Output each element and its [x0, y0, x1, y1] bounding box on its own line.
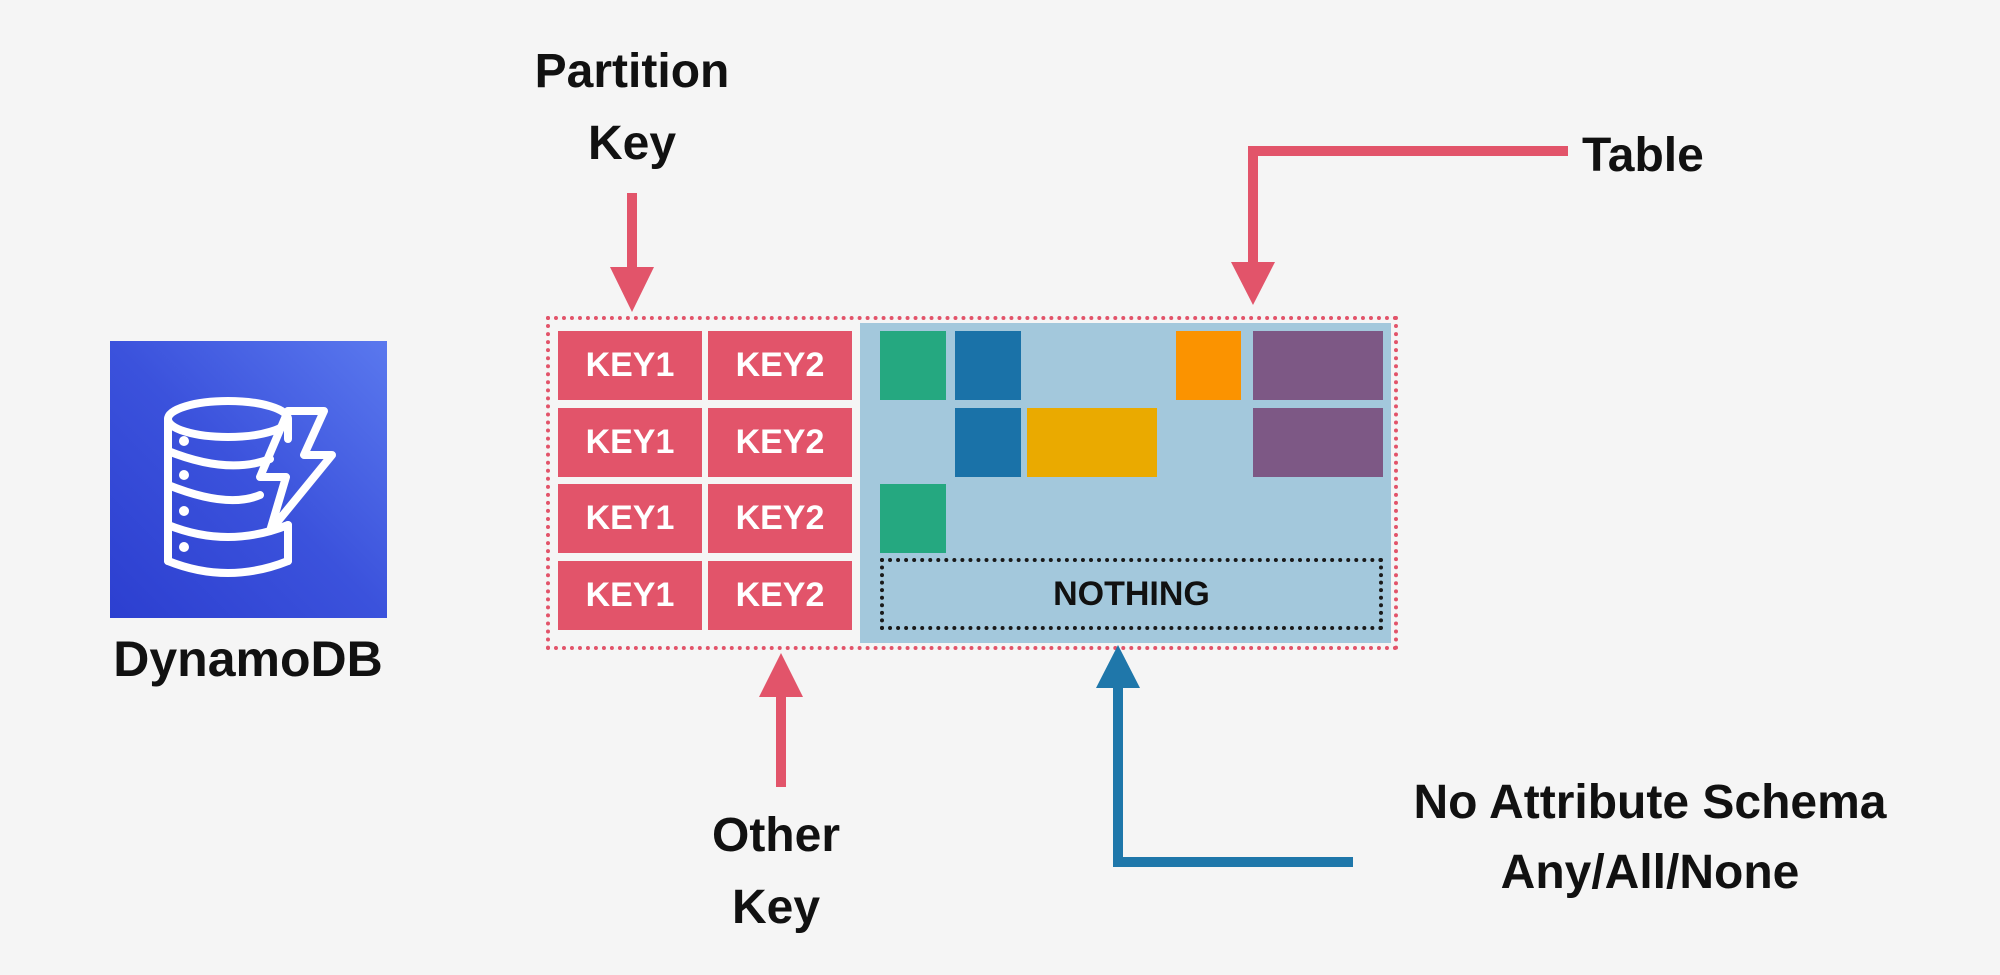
attribute-block-purple [1253, 331, 1383, 400]
attribute-block-blue [955, 408, 1021, 477]
attribute-block-blue [955, 331, 1021, 400]
partition-key-arrow [610, 193, 654, 312]
partition-key-label-line1: Partition [534, 45, 730, 98]
table-outline [546, 316, 1398, 650]
partition-key-cell: KEY1 [558, 331, 702, 400]
dynamodb-label: DynamoDB [113, 631, 383, 687]
other-key-label: Other Key [626, 800, 926, 944]
partition-key-cell: KEY1 [558, 484, 702, 553]
no-attribute-schema-line1: No Attribute Schema [1413, 776, 1887, 829]
other-key-cell: KEY2 [708, 408, 852, 477]
other-key-label-line1: Other [711, 809, 840, 862]
dynamodb-logo [110, 341, 387, 618]
other-key-cell: KEY2 [708, 331, 852, 400]
no-attribute-schema-label: No Attribute Schema Any/All/None [1360, 768, 1940, 908]
partition-key-label: Partition Key [482, 36, 782, 180]
partition-key-label-line2: Key [587, 117, 677, 170]
attribute-block-green [880, 331, 946, 400]
no-attribute-schema-line2: Any/All/None [1500, 846, 1800, 899]
partition-key-cell: KEY1 [558, 408, 702, 477]
other-key-arrow [759, 653, 803, 787]
attribute-block-purple [1253, 408, 1383, 477]
partition-key-cell: KEY1 [558, 561, 702, 630]
other-key-cell: KEY2 [708, 561, 852, 630]
attribute-block-orange [1176, 331, 1241, 400]
attribute-block-green [880, 484, 946, 553]
attribute-block-gold [1027, 408, 1157, 477]
other-key-cell: KEY2 [708, 484, 852, 553]
no-attribute-schema-arrow [1096, 645, 1353, 867]
dynamodb-database-lightning-icon [164, 397, 336, 577]
table-label: Table [1582, 129, 1704, 182]
other-key-label-line2: Key [731, 881, 821, 934]
nothing-box: NOTHING [880, 558, 1383, 630]
table-arrow [1231, 146, 1568, 305]
